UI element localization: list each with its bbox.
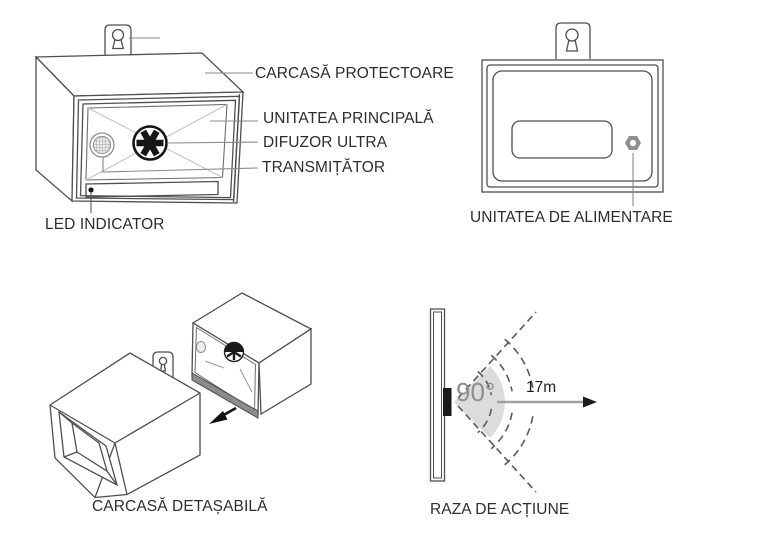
led-strip [85,180,219,198]
figure-main-unit [34,24,259,213]
case-shell [49,351,201,499]
unit-bottom-band [191,372,259,419]
beam-ray-lower [457,405,537,493]
unit-panel-lines [204,360,253,393]
battery-slot [511,120,613,159]
label-transmitter: TRANSMIȚĂTOR [262,159,386,176]
label-protective-case: CARCASĂ PROTECTOARE [255,65,454,82]
front-frame-outer [75,95,241,201]
front-frame-inner [79,99,237,199]
beam-sector [454,366,505,438]
grille-dot [196,341,206,353]
device-block [443,388,452,416]
detach-arrow-icon [209,406,237,424]
figure-action-range [429,308,597,493]
leader-ultra-speaker [166,141,259,144]
keyhole-icon [158,356,168,372]
label-led-indicator: LED INDICATOR [45,216,165,233]
sound-wave-arcs [477,338,534,466]
figure-detachable-case [49,292,313,499]
fan-icon [223,341,245,363]
range-distance-value: 17m [526,379,557,396]
figure-power-unit [481,22,664,206]
front-panel [492,70,653,182]
leader-transmitter [102,157,259,173]
ultrasonic-fan-icon [132,125,168,161]
keyhole-icon [111,28,125,50]
caption-action-range: RAZA DE ACȚIUNE [430,501,570,518]
label-main-unit: UNITATEA PRINCIPALĂ [263,110,434,127]
unit-box [191,292,313,419]
keyhole-icon [565,28,579,52]
wall-inner-line [433,311,442,479]
label-ultra-speaker: DIFUZOR ULTRA [263,134,388,151]
beam-rays [457,311,537,493]
transmitter-mesh-icon [89,132,115,158]
outer-case [481,59,664,193]
beam-angle-value: 90° [456,377,496,407]
inner-case [486,64,659,188]
caption-power-unit: UNITATEA DE ALIMENTARE [470,209,673,226]
caption-detachable-case: CARCASĂ DETAȘABILĂ [92,498,268,515]
wall [429,308,446,482]
led-dot [88,187,94,193]
range-arrow-icon [497,396,597,408]
unit-right-face [258,327,312,416]
beam-ray-upper [457,311,537,399]
hex-screw-icon [625,136,641,150]
